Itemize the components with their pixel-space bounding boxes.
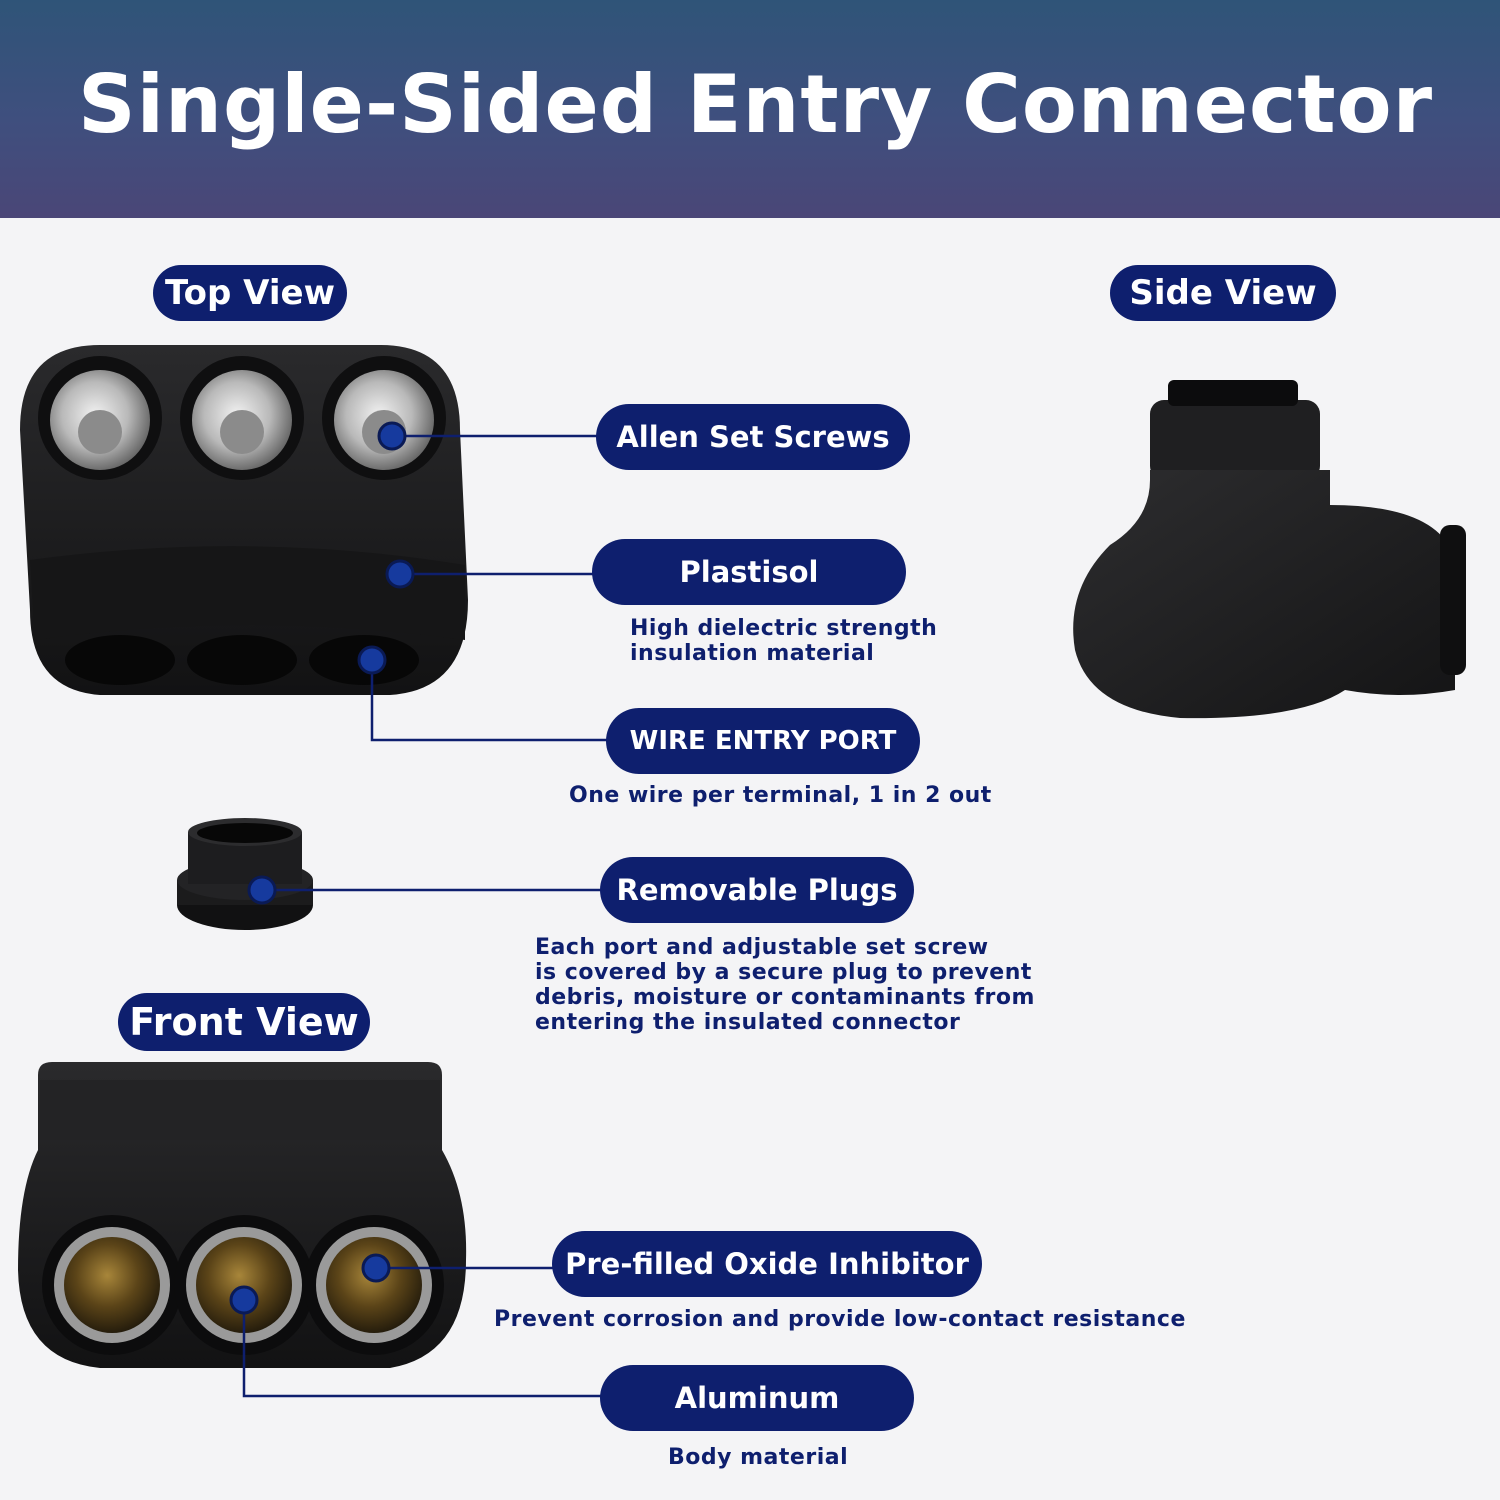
removable-plug-image bbox=[177, 818, 313, 930]
set-screw-2 bbox=[180, 356, 304, 480]
top-view-label: Top View bbox=[153, 265, 347, 321]
port-3 bbox=[304, 1215, 444, 1355]
oxide-inhibitor-label: Pre-filled Oxide Inhibitor bbox=[552, 1231, 982, 1297]
front-view-label: Front View bbox=[118, 993, 370, 1051]
aluminum-description: Body material bbox=[668, 1445, 849, 1470]
wire-entry-port-description: One wire per terminal, 1 in 2 out bbox=[569, 783, 992, 808]
connector-front-view-image bbox=[18, 1062, 467, 1368]
side-view-label: Side View bbox=[1110, 265, 1336, 321]
set-screw-3 bbox=[322, 356, 446, 480]
removable-plugs-label: Removable Plugs bbox=[600, 857, 914, 923]
callout-dot-icon bbox=[377, 421, 407, 451]
callout-dot-icon bbox=[229, 1285, 259, 1315]
wire-entry-port-label: WIRE ENTRY PORT bbox=[606, 708, 920, 774]
plastisol-label: Plastisol bbox=[592, 539, 906, 605]
oxide-inhibitor-description: Prevent corrosion and provide low-contac… bbox=[494, 1307, 1186, 1332]
callout-dot-icon bbox=[361, 1253, 391, 1283]
set-screw-1 bbox=[38, 356, 162, 480]
callout-dot-icon bbox=[357, 645, 387, 675]
plastisol-description: High dielectric strength insulation mate… bbox=[630, 616, 938, 666]
removable-plugs-description: Each port and adjustable set screw is co… bbox=[535, 935, 1035, 1035]
connector-top-view-image bbox=[20, 345, 468, 695]
callout-dot-icon bbox=[385, 559, 415, 589]
callout-dot-icon bbox=[247, 875, 277, 905]
leader-lines bbox=[242, 434, 910, 1398]
title-banner: Single-Sided Entry Connector bbox=[0, 0, 1500, 218]
allen-set-screws-label: Allen Set Screws bbox=[596, 404, 910, 470]
connector-side-view-image bbox=[1073, 380, 1466, 719]
port-1 bbox=[42, 1215, 182, 1355]
page-title: Single-Sided Entry Connector bbox=[78, 58, 1434, 151]
port-2 bbox=[174, 1215, 314, 1355]
callout-markers bbox=[229, 421, 415, 1315]
aluminum-label: Aluminum bbox=[600, 1365, 914, 1431]
